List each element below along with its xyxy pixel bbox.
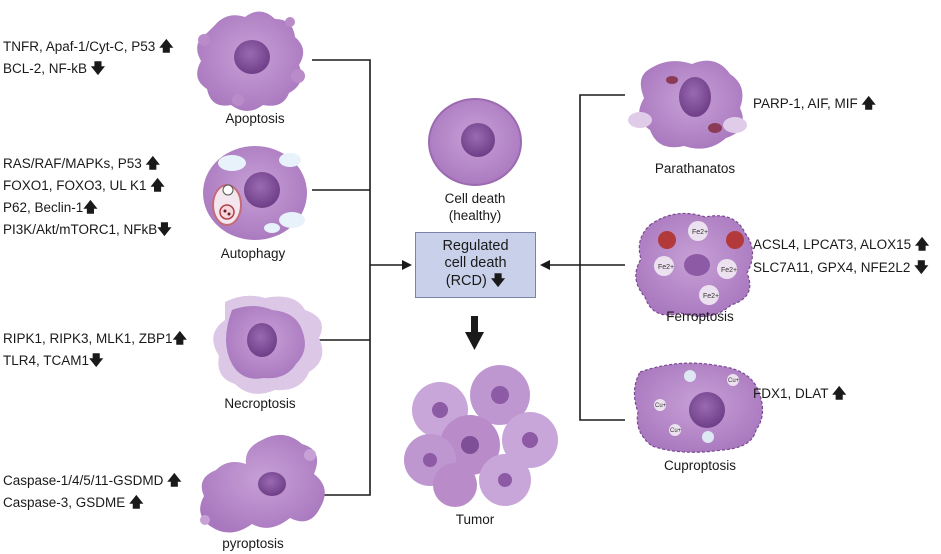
fe-label: Fe2+: [658, 264, 674, 271]
healthy-cell-label: Cell death (healthy): [425, 190, 525, 224]
parthanatos-cell-illustration: [628, 60, 747, 149]
cuproptosis-cell-illustration: [633, 362, 764, 453]
autophagy-markers-1: RAS/RAF/MAPKs, P53 🡅: [3, 155, 160, 171]
apoptosis-label: Apoptosis: [225, 111, 285, 126]
tumor-illustration: [404, 365, 558, 507]
autophagy-cell-illustration: [203, 146, 307, 240]
right-connectors: [549, 94, 625, 421]
ferroptosis-markers-down: SLC7A11, GPX4, NFE2L2 🡇: [753, 259, 929, 275]
parthanatos-markers: PARP-1, AIF, MIF 🡅: [753, 95, 876, 111]
autophagy-markers-3: P62, Beclin-1🡅: [3, 199, 98, 215]
up-arrow-icon: 🡅: [129, 494, 144, 510]
autophagy-label: Autophagy: [220, 246, 286, 261]
autophagy-markers-4: PI3K/Akt/mTORC1, NFkB🡇: [3, 221, 172, 237]
pyroptosis-markers-1: Caspase-1/4/5/11-GSDMD 🡅: [3, 472, 182, 488]
arrow-to-rcd-right: [540, 260, 550, 270]
down-arrow-icon: 🡇: [490, 272, 506, 288]
pyroptosis-cell-illustration: [200, 434, 325, 533]
fe-label: Fe2+: [721, 267, 737, 274]
fe-label: Fe2+: [703, 293, 719, 300]
pyroptosis-label: pyroptosis: [222, 536, 284, 551]
cu-label: Cu+: [670, 428, 682, 434]
up-arrow-icon: 🡅: [861, 95, 876, 111]
fe-label: Fe2+: [692, 229, 708, 236]
cu-label: Cu+: [655, 403, 667, 409]
cuproptosis-markers: FDX1, DLAT 🡅: [753, 385, 847, 401]
apoptosis-markers-down: BCL-2, NF-kB 🡇: [3, 60, 106, 76]
up-arrow-icon: 🡅: [150, 177, 165, 193]
parthanatos-label: Parathanatos: [654, 161, 736, 176]
tumor-label: Tumor: [455, 512, 495, 527]
cu-label: Cu+: [728, 378, 740, 384]
rcd-box: Regulated cell death (RCD) 🡇: [415, 232, 536, 298]
necroptosis-markers-up: RIPK1, RIPK3, MLK1, ZBP1🡅: [3, 330, 187, 346]
apoptosis-markers-up: TNFR, Apaf-1/Cyt-C, P53 🡅: [3, 38, 174, 54]
down-arrow-to-tumor: [465, 316, 484, 350]
healthy-label-line-2: (healthy): [448, 208, 502, 223]
necroptosis-cell-illustration: [213, 295, 323, 394]
rcd-line-1: Regulated: [442, 238, 509, 254]
ferroptosis-label: Ferroptosis: [666, 309, 734, 324]
autophagy-markers-2: FOXO1, FOXO3, UL K1 🡅: [3, 177, 165, 193]
necroptosis-markers-down: TLR4, TCAM1🡇: [3, 352, 104, 368]
left-connectors: [312, 59, 404, 496]
up-arrow-icon: 🡅: [172, 330, 187, 346]
rcd-line-2: cell death: [444, 255, 507, 271]
down-arrow-icon: 🡇: [90, 60, 106, 76]
down-arrow-icon: 🡇: [157, 221, 172, 237]
healthy-cell-illustration: [428, 98, 522, 186]
pyroptosis-markers-2: Caspase-3, GSDME 🡅: [3, 494, 144, 510]
down-arrow-icon: 🡇: [914, 259, 929, 275]
ferroptosis-markers-up: ACSL4, LPCAT3, ALOX15 🡅: [753, 236, 930, 252]
up-arrow-icon: 🡅: [83, 199, 98, 215]
apoptosis-cell-illustration: [197, 11, 305, 111]
up-arrow-icon: 🡅: [832, 385, 847, 401]
up-arrow-icon: 🡅: [145, 155, 160, 171]
up-arrow-icon: 🡅: [167, 472, 182, 488]
down-arrow-icon: 🡇: [89, 352, 104, 368]
ferroptosis-cell-illustration: [635, 212, 754, 318]
healthy-label-line-1: Cell death: [444, 191, 506, 206]
up-arrow-icon: 🡅: [914, 236, 930, 252]
rcd-line-3: (RCD) 🡇: [445, 272, 506, 289]
up-arrow-icon: 🡅: [159, 38, 174, 54]
cuproptosis-label: Cuproptosis: [663, 458, 737, 473]
necroptosis-label: Necroptosis: [224, 396, 296, 411]
arrow-to-rcd-left: [402, 260, 412, 270]
